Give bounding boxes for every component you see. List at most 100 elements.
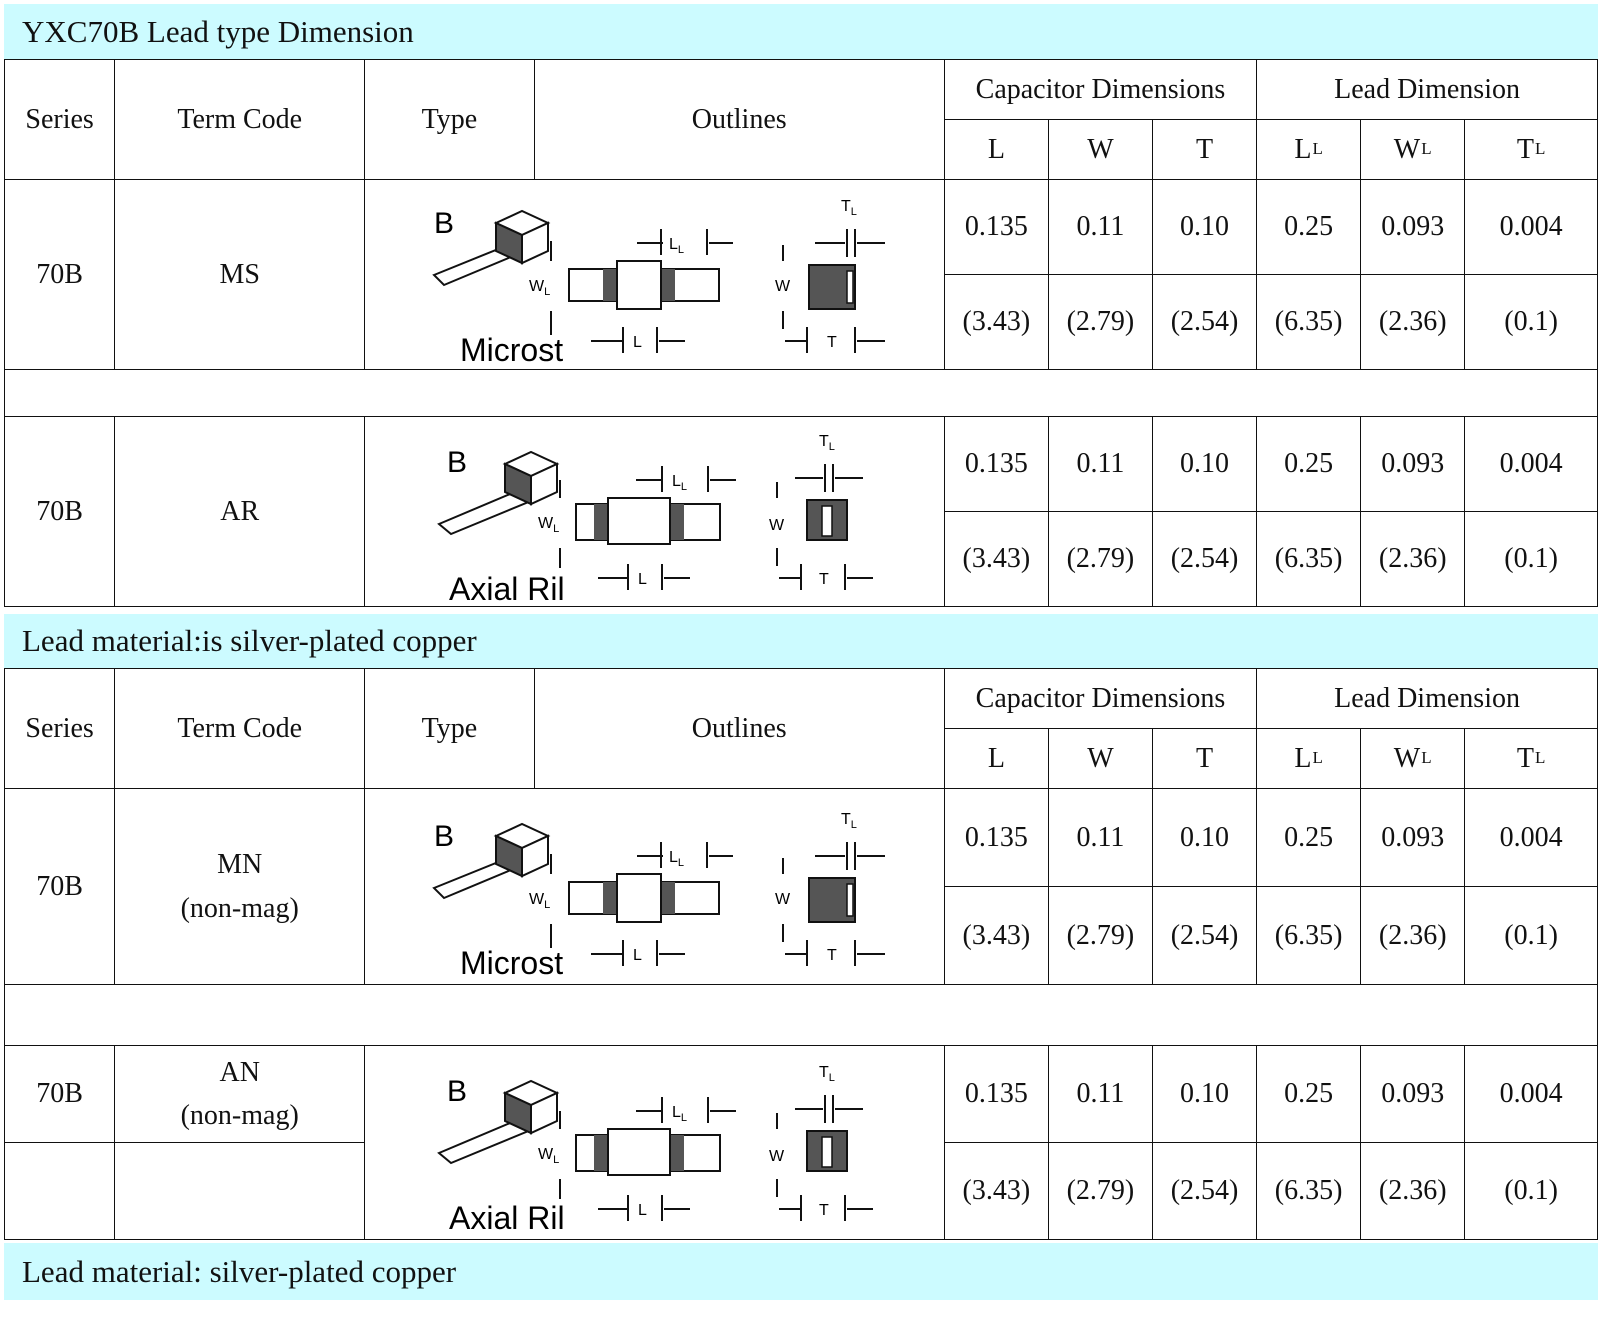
row-ms-series: 70B xyxy=(3,179,116,370)
row-an-tl-inch: 0.004 xyxy=(1464,1045,1598,1143)
row-mn-t-inch: 0.10 xyxy=(1151,788,1258,887)
microstrip-outline-drawing: B Microst LL WL xyxy=(431,198,885,368)
row-an-l-mm: (3.43) xyxy=(943,1142,1049,1240)
dimension-table-2: Series Term Code Type Outlines Capacitor… xyxy=(3,668,1598,1240)
row-an-t-inch: 0.10 xyxy=(1151,1045,1258,1143)
header-term-code: Term Code xyxy=(114,59,366,180)
label-axial-ribbon: Axial Ril xyxy=(449,1200,565,1236)
header-tl: TL xyxy=(1464,728,1598,789)
label-tl: TL xyxy=(819,1064,835,1084)
header-w: W xyxy=(1047,728,1153,789)
row-mn-wl-inch: 0.093 xyxy=(1360,788,1466,887)
term-code-mn-note: (non-mag) xyxy=(180,892,299,924)
row-an-w-mm: (2.79) xyxy=(1047,1142,1153,1240)
row-mn-tl-inch: 0.004 xyxy=(1464,788,1598,887)
row-an-t-mm: (2.54) xyxy=(1151,1142,1258,1240)
header-lead-dimension: Lead Dimension xyxy=(1256,59,1598,120)
row-mn-w-inch: 0.11 xyxy=(1047,788,1153,887)
row-ms-w-mm: (2.79) xyxy=(1047,274,1153,370)
row-mn-ll-mm: (6.35) xyxy=(1256,886,1362,985)
label-l: L xyxy=(638,1202,647,1219)
outline-microstrip-ms: B Microst LL WL xyxy=(364,179,945,370)
row-ms-ll-mm: (6.35) xyxy=(1256,274,1362,370)
label-wl: WL xyxy=(529,891,550,911)
label-wl: WL xyxy=(538,1146,559,1166)
label-ll: LL xyxy=(669,236,684,256)
header-lead-dimension: Lead Dimension xyxy=(1256,668,1598,729)
row-an-term-empty xyxy=(114,1142,366,1240)
row-an-ll-inch: 0.25 xyxy=(1256,1045,1362,1143)
header-type: Type xyxy=(364,59,535,180)
row-ms-wl-mm: (2.36) xyxy=(1360,274,1466,370)
row-ms-t-mm: (2.54) xyxy=(1151,274,1258,370)
header-outlines: Outlines xyxy=(533,59,945,180)
label-l: L xyxy=(633,947,642,964)
header-ll: LL xyxy=(1256,119,1362,180)
label-t: T xyxy=(819,571,829,588)
header-series: Series xyxy=(3,59,116,180)
header-t: T xyxy=(1151,119,1258,180)
row-ar-l-inch: 0.135 xyxy=(943,416,1049,512)
lead-material-note-2: Lead material: silver-plated copper xyxy=(4,1243,1598,1300)
term-code-an-note: (non-mag) xyxy=(180,1100,299,1131)
label-tl: TL xyxy=(819,433,835,453)
header-wl: WL xyxy=(1360,728,1466,789)
row-ms-w-inch: 0.11 xyxy=(1047,179,1153,275)
spacer-row xyxy=(4,984,1598,1046)
axial-ribbon-outline-drawing: B Axial Ril LL WL xyxy=(436,433,873,606)
term-code-mn: MN xyxy=(217,849,263,881)
label-ll: LL xyxy=(672,473,687,493)
label-ll: LL xyxy=(672,1104,687,1124)
label-wl: WL xyxy=(529,278,550,298)
label-b: B xyxy=(434,207,454,240)
row-mn-wl-mm: (2.36) xyxy=(1360,886,1466,985)
label-t: T xyxy=(819,1202,829,1219)
row-ms-t-inch: 0.10 xyxy=(1151,179,1258,275)
row-an-series: 70B xyxy=(3,1045,116,1143)
row-mn-l-mm: (3.43) xyxy=(943,886,1049,985)
label-axial-ribbon: Axial Ril xyxy=(449,571,565,606)
label-tl: TL xyxy=(841,811,857,831)
header-capacitor-dimensions: Capacitor Dimensions xyxy=(943,668,1258,729)
row-mn-w-mm: (2.79) xyxy=(1047,886,1153,985)
row-ar-t-mm: (2.54) xyxy=(1151,511,1258,607)
label-tl: TL xyxy=(841,198,857,218)
label-w: W xyxy=(775,891,791,908)
header-outlines: Outlines xyxy=(533,668,945,789)
row-ms-tl-inch: 0.004 xyxy=(1464,179,1598,275)
row-mn-t-mm: (2.54) xyxy=(1151,886,1258,985)
header-tl: TL xyxy=(1464,119,1598,180)
outline-axial-ribbon-an: B Axial Ril LL WL xyxy=(364,1045,945,1240)
header-term-code: Term Code xyxy=(114,668,366,789)
document-title: YXC70B Lead type Dimension xyxy=(4,4,1598,59)
row-ar-tl-inch: 0.004 xyxy=(1464,416,1598,512)
label-t: T xyxy=(827,334,837,351)
row-an-tl-mm: (0.1) xyxy=(1464,1142,1598,1240)
row-an-l-inch: 0.135 xyxy=(943,1045,1049,1143)
row-mn-term-code: MN (non-mag) xyxy=(114,788,366,985)
header-ll: LL xyxy=(1256,728,1362,789)
label-l: L xyxy=(633,334,642,351)
label-b: B xyxy=(447,1075,467,1108)
label-b: B xyxy=(447,446,467,479)
row-ar-t-inch: 0.10 xyxy=(1151,416,1258,512)
row-ar-w-inch: 0.11 xyxy=(1047,416,1153,512)
label-microstrip: Microst xyxy=(460,332,563,368)
header-type: Type xyxy=(364,668,535,789)
row-ms-l-inch: 0.135 xyxy=(943,179,1049,275)
label-ll: LL xyxy=(669,849,684,869)
row-an-ll-mm: (6.35) xyxy=(1256,1142,1362,1240)
microstrip-outline-drawing: B Microst LL WL xyxy=(431,811,885,981)
row-ar-term-code: AR xyxy=(114,416,366,607)
row-ms-wl-inch: 0.093 xyxy=(1360,179,1466,275)
label-wl: WL xyxy=(538,515,559,535)
spacer-row xyxy=(4,369,1598,417)
header-t: T xyxy=(1151,728,1258,789)
outline-microstrip-mn: B Microst LL WL xyxy=(364,788,945,985)
header-l: L xyxy=(943,728,1049,789)
row-ms-l-mm: (3.43) xyxy=(943,274,1049,370)
lead-material-note-1: Lead material:is silver-plated copper xyxy=(4,614,1598,668)
row-an-term-code: AN (non-mag) xyxy=(114,1045,366,1143)
header-wl: WL xyxy=(1360,119,1466,180)
row-ar-w-mm: (2.79) xyxy=(1047,511,1153,607)
